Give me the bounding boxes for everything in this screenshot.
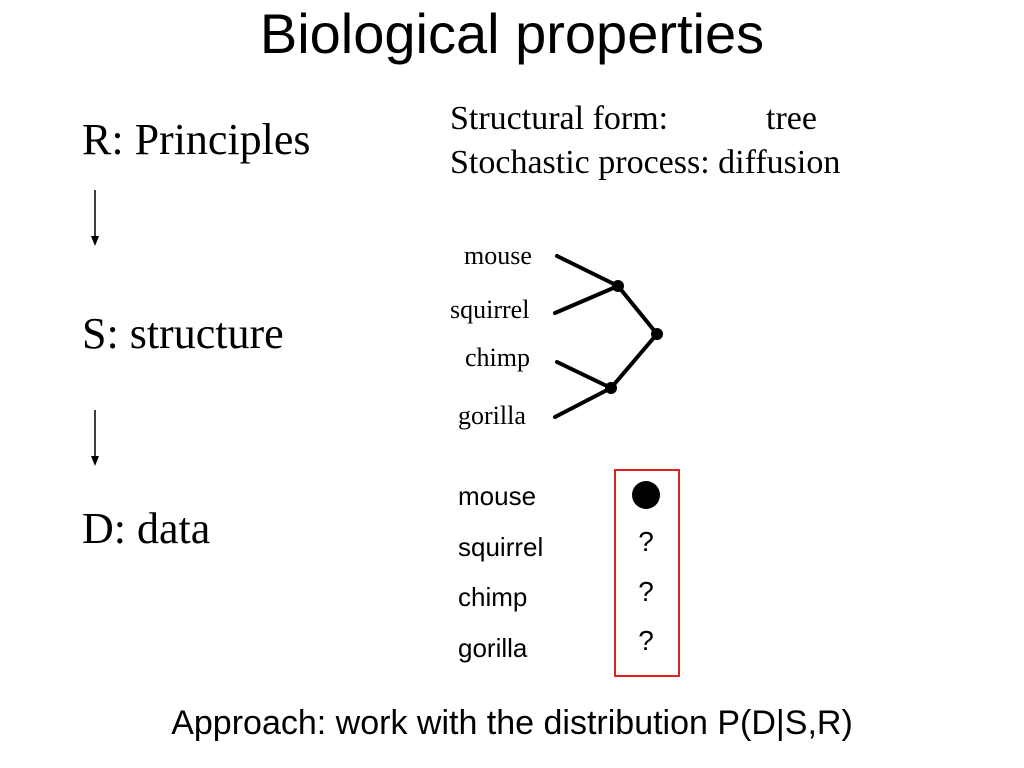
tree-label-squirrel: squirrel <box>450 295 530 324</box>
structural-form-value: tree <box>766 100 817 137</box>
tree-node-mouse-squirrel <box>612 280 624 292</box>
tree-label-gorilla: gorilla <box>458 401 526 430</box>
data-label-chimp: chimp <box>458 582 528 612</box>
level-principles: R: Principles <box>82 115 311 164</box>
tree-edges <box>553 254 659 419</box>
data-label-squirrel: squirrel <box>458 532 544 562</box>
data-label-gorilla: gorilla <box>458 633 528 663</box>
tree-node-chimp-gorilla <box>605 382 617 394</box>
level-structure: S: structure <box>82 309 284 358</box>
tree-label-mouse: mouse <box>464 241 532 270</box>
structural-form-label: Structural form: <box>450 100 669 137</box>
data-value-chimp: ? <box>638 576 654 607</box>
tree-label-chimp: chimp <box>465 343 530 372</box>
tree-node-root <box>651 328 663 340</box>
slide-title: Biological properties <box>259 2 765 65</box>
footer-approach: Approach: work with the distribution P(D… <box>171 704 853 742</box>
stochastic-process-label: Stochastic process: diffusion <box>450 144 841 181</box>
data-label-mouse: mouse <box>458 481 537 511</box>
observed-dot <box>632 481 660 509</box>
arrow-structure-to-data <box>91 410 99 466</box>
data-value-gorilla: ? <box>638 625 654 656</box>
data-highlight-box <box>614 469 680 677</box>
arrow-principles-to-structure <box>91 190 99 246</box>
data-value-squirrel: ? <box>638 526 654 557</box>
level-data: D: data <box>82 504 211 553</box>
